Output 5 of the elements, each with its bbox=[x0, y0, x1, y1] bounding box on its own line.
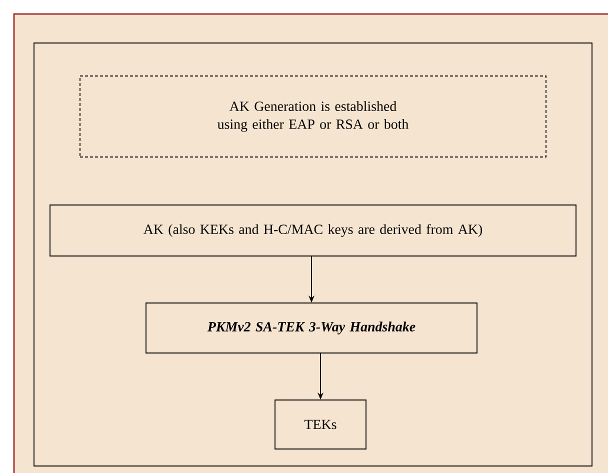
process-box: PKMv2 SA-TEK 3-Way Handshake bbox=[146, 302, 478, 354]
process-box: TEKs bbox=[274, 400, 366, 450]
frame-box bbox=[34, 42, 592, 466]
process-box: AK (also KEKs and H-C/MAC keys are derived from AK) bbox=[50, 204, 576, 256]
note-box: AK Generation is established using either EAP or RSA or both bbox=[80, 76, 546, 158]
